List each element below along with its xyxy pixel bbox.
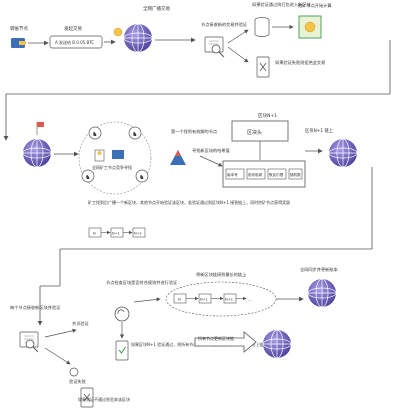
flag-icon [36, 122, 44, 135]
hash-block-label: 区块N+1 [258, 112, 277, 119]
seq-c: N+2 [134, 232, 142, 236]
mining-node-label: 挖矿节点开始计算 [298, 2, 332, 9]
header-title: 区块头 [247, 129, 262, 136]
hdr-f1: 版本号 [227, 172, 238, 177]
block-fail-label: 如果验证失败则拒绝此交易 [275, 59, 325, 66]
r3-n1: N+1 [200, 298, 208, 302]
arrow-reject [44, 347, 71, 365]
r3-discard: 如果验证不通过则丢弃该区块 [78, 396, 130, 402]
globe-icon [328, 138, 358, 168]
r3-chain-label: 将新区块链接到最长的链上 [196, 271, 246, 278]
svg-text:♞: ♞ [92, 131, 97, 138]
arrow-icon [194, 331, 257, 353]
r3-n2: N+2 [225, 298, 233, 302]
node-receive-label: 节点接收新的交易并验证 [201, 21, 248, 28]
globe-icon [307, 278, 337, 308]
r3-dots: … [248, 297, 252, 302]
hdr-f4: 随机数 [290, 172, 301, 177]
r3-chain: N N+1 N+2 … [165, 281, 277, 317]
server-icon [112, 150, 124, 159]
coin-icon [113, 27, 123, 37]
walker-icon: ♞ [88, 126, 102, 140]
find-hash-label: 寻找新区块的哈希值 [192, 147, 230, 154]
seq-b: N+1 [112, 232, 120, 236]
globe-icon [123, 23, 153, 53]
wallet-icon [11, 38, 26, 48]
globe-icon [22, 138, 52, 168]
arrow-9 [133, 297, 161, 303]
mountain-icon [170, 150, 186, 165]
svg-text:♞: ♞ [139, 174, 144, 181]
hdr-f2: 前块哈希 [248, 172, 263, 177]
r3-n: N [178, 298, 181, 302]
r3-final: 全网同步并更新账本 [300, 266, 339, 273]
r3-intro: 每个节点接收新区块并验证 [10, 304, 61, 311]
battery-icon [256, 56, 270, 78]
block-sequence: N N+1 N+2 [88, 227, 146, 238]
battery-icon [80, 387, 94, 408]
r3-check: 节点检查区块是否符合规则并进行验证 [106, 279, 178, 286]
arrow-agree [44, 328, 77, 338]
chain-label: 区块N+1 链上 [305, 127, 334, 134]
broadcast-label: 全网广播交易 [143, 5, 170, 12]
transfer-tx: 发起交易 A 发送给 B 0.05 BTC [49, 25, 103, 49]
miners-cluster: ♞ ♞ ♞ ♞ 全网矿工节点竞争寻找 [78, 121, 152, 195]
magnifier-icon [19, 331, 39, 353]
globe-icon [262, 329, 292, 359]
r3-agree: 共识验证 [72, 320, 90, 327]
link-icon [114, 306, 130, 322]
battery-icon [115, 340, 129, 361]
database-icon [254, 17, 270, 37]
hdr-f3: 默克尔根 [269, 172, 284, 177]
arrow-fail [227, 46, 249, 63]
arrow-ok [227, 29, 249, 44]
refresh-icon [69, 367, 79, 377]
svg-text:♞: ♞ [85, 174, 90, 181]
seq-a: N [93, 232, 96, 236]
database-icon [94, 149, 105, 162]
walker-icon: ♞ [81, 169, 95, 183]
user-wallet-label: 转账节点 [10, 25, 28, 32]
r3-result: 所有节点更新区块链 [198, 335, 234, 341]
block-ok-label: 如果验证通过则打包进入新区块 [252, 1, 311, 8]
arrow-6 [199, 155, 223, 167]
magnifier-icon [204, 36, 225, 58]
chip-icon [298, 15, 322, 39]
mine-intro-label: 第一个找到有效解的节点 [171, 128, 217, 135]
walker-icon: ♞ [135, 169, 149, 183]
transfer-amount: A 发送给 B 0.05 BTC [55, 39, 94, 45]
svg-text:♞: ♞ [132, 131, 137, 138]
group-caption: 全网矿工节点竞争寻找 [92, 164, 132, 170]
winner-text: 矿工找到后广播一个新区块，其他节点开始验证该区块，若验证通过则区块N+1 接到链… [88, 199, 290, 205]
init-transfer-label: 发起交易 [64, 25, 82, 32]
block-header: 区块头 版本号 前块哈希 默克尔根 随机数 [222, 120, 306, 188]
walker-icon: ♞ [128, 126, 142, 140]
r3-reject: 验证失败 [69, 378, 87, 385]
